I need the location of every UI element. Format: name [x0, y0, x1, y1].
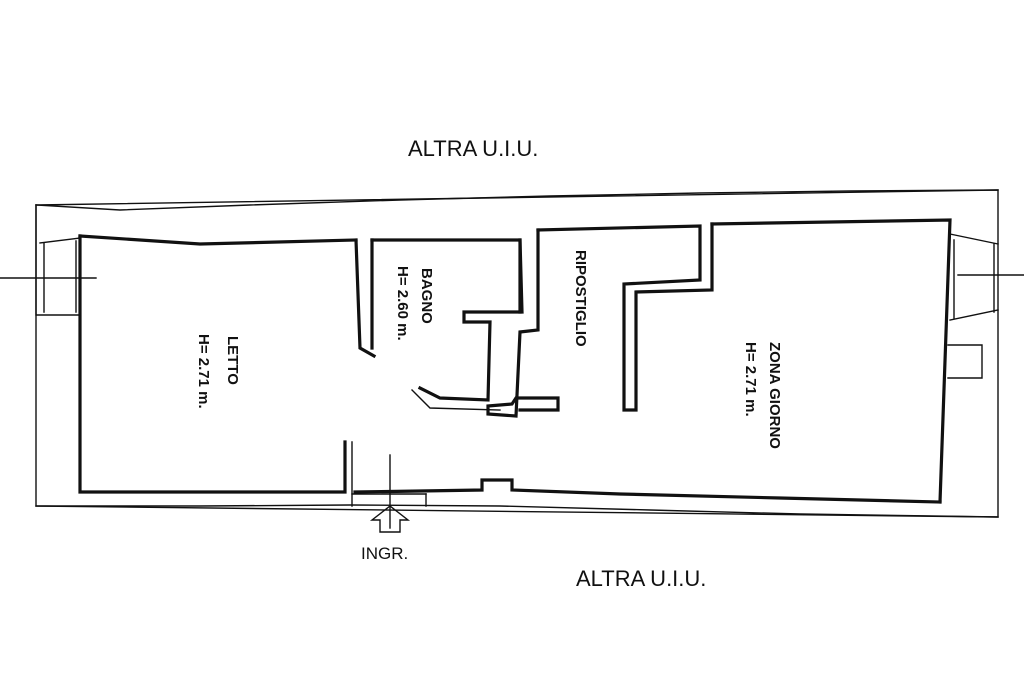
room-name-ripostiglio: RIPOSTIGLIO — [572, 250, 589, 347]
entrance-arrow-icon — [369, 505, 411, 533]
room-name-bagno: BAGNO — [418, 268, 435, 324]
ripostiglio-walls — [486, 222, 714, 418]
entrance-door — [351, 441, 427, 529]
bagno-walls — [370, 238, 524, 411]
room-name-letto: LETTO — [224, 336, 241, 385]
outer-boundary — [35, 189, 999, 518]
letto-walls — [78, 234, 377, 494]
entrance-label: INGR. — [361, 544, 408, 563]
room-height-letto: H= 2.71 m. — [195, 334, 212, 409]
right-window — [947, 233, 1024, 379]
bottom-neighbor-label: ALTRA U.I.U. — [576, 566, 706, 591]
room-height-zona-giorno: H= 2.71 m. — [742, 342, 759, 417]
room-height-bagno: H= 2.60 m. — [394, 266, 411, 341]
top-neighbor-label: ALTRA U.I.U. — [408, 136, 538, 161]
room-name-zona-giorno: ZONA GIORNO — [766, 342, 783, 449]
zona-giorno-walls — [353, 218, 952, 504]
